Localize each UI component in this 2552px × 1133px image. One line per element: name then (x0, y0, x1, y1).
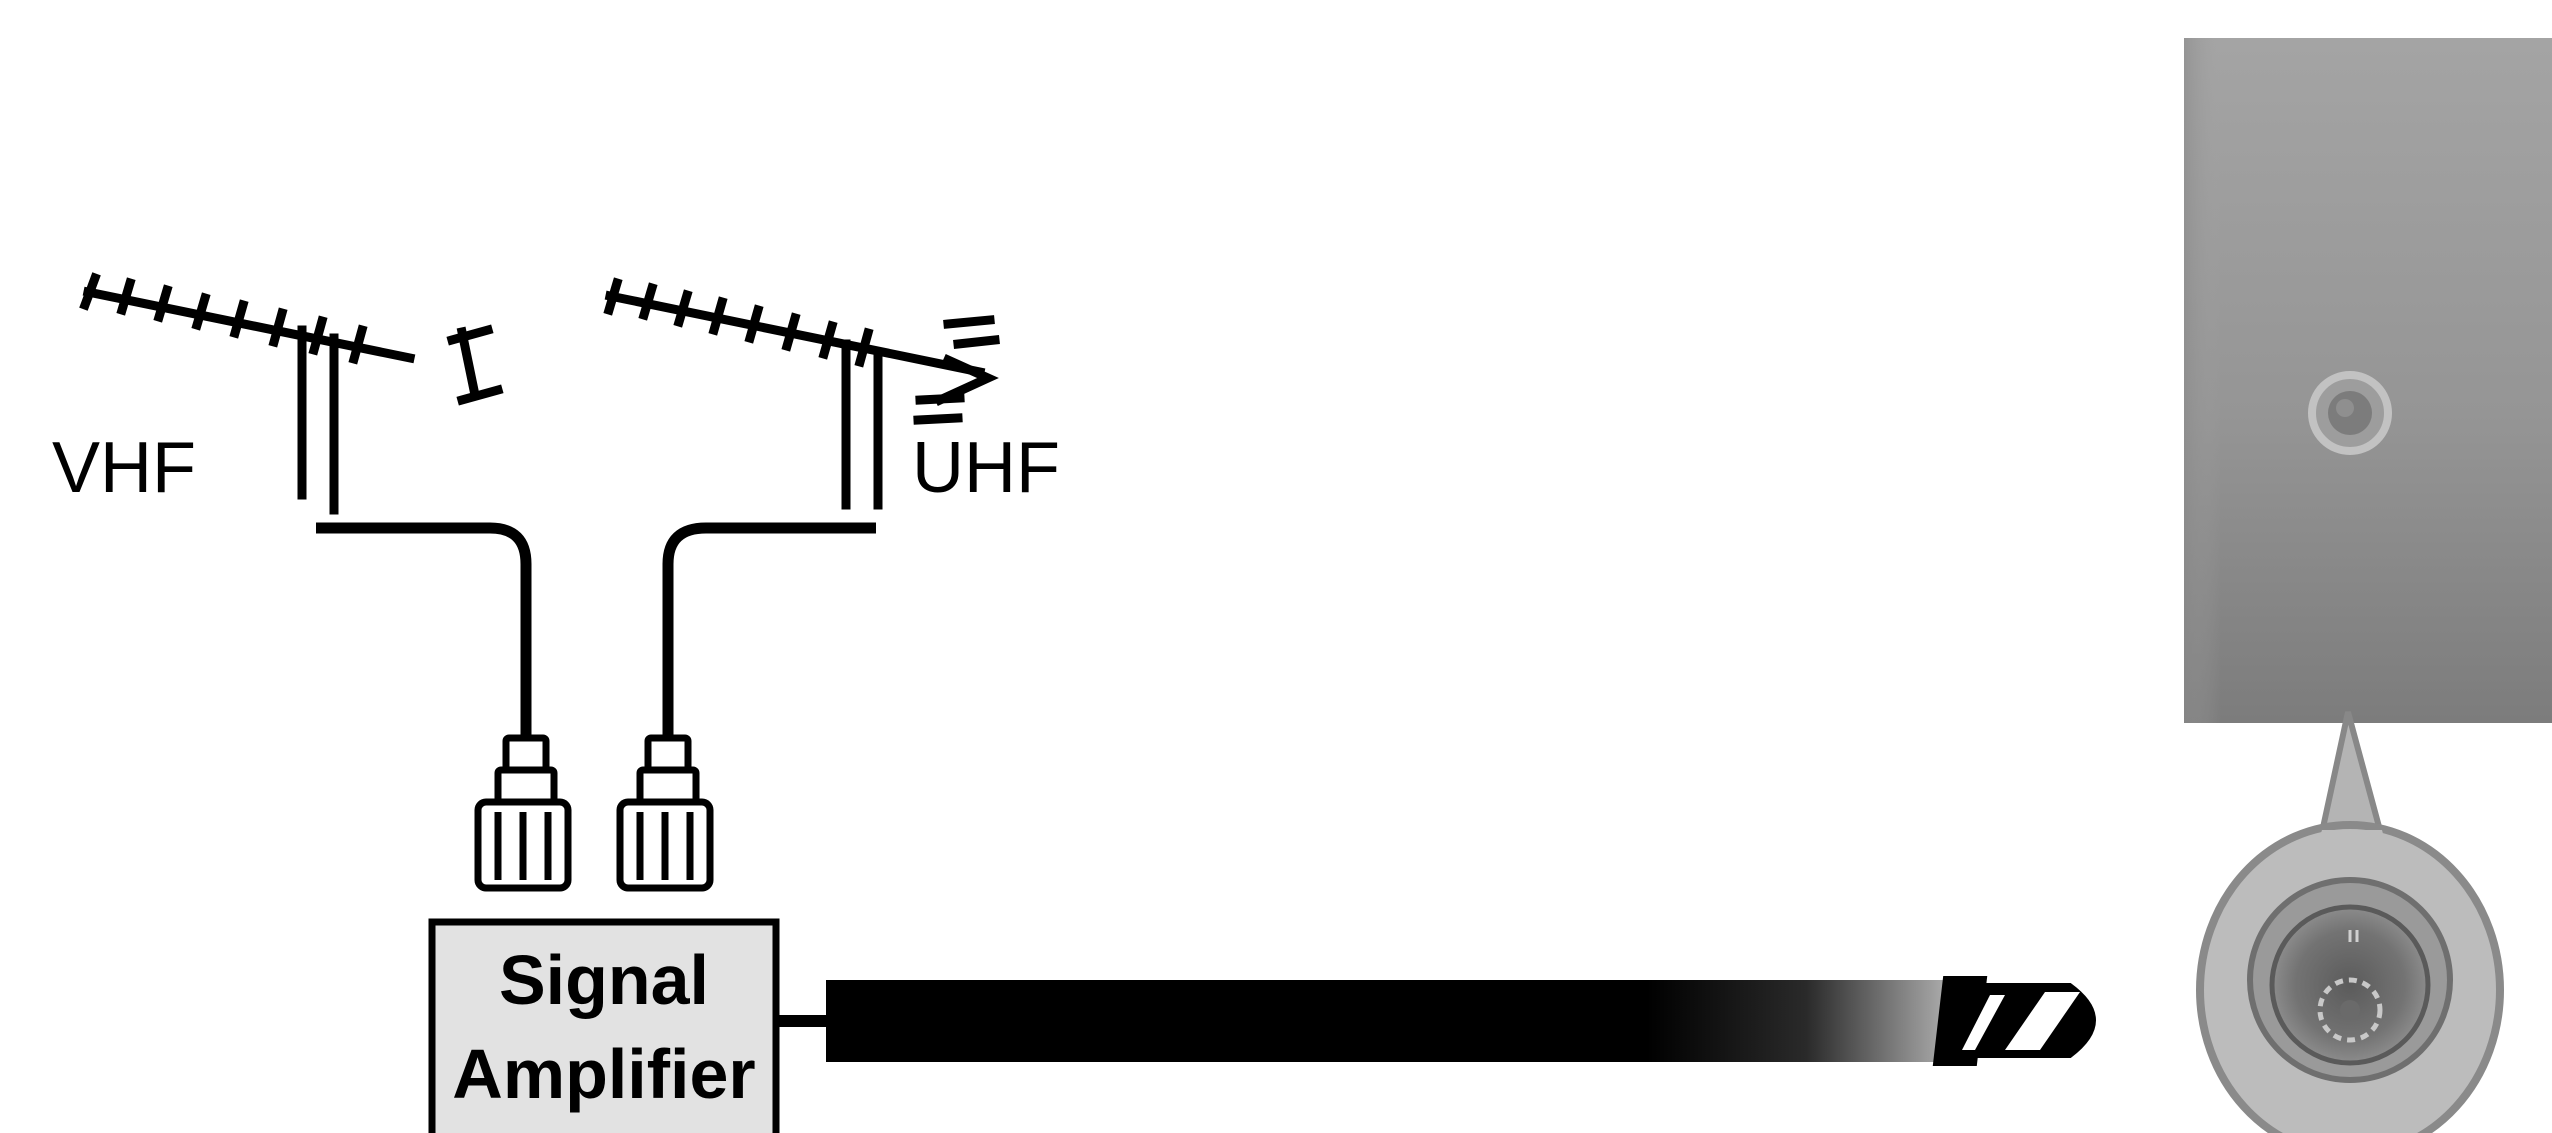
vhf-label: VHF (52, 428, 196, 508)
tv-rear-panel-icon (2184, 38, 2552, 723)
coax-connector-icon (616, 734, 714, 892)
antenna-cables (316, 522, 876, 740)
coax-connector-icon (474, 734, 572, 892)
coax-plug-icon (1932, 976, 2096, 1066)
vhf-antenna-icon (79, 272, 504, 515)
antenna-input-jack-icon (2196, 711, 2504, 1133)
signal-amplifier: Signal Amplifier (428, 918, 780, 1133)
coax-cable-body (826, 980, 1966, 1062)
uhf-label: UHF (912, 428, 1060, 508)
output-coax-cable (776, 976, 2096, 1066)
signal-amplifier-box (428, 918, 780, 1133)
signal-amplifier-label-line2: Amplifier (452, 1035, 755, 1113)
uhf-cable (662, 522, 876, 740)
vhf-cable (316, 522, 532, 740)
uhf-antenna-icon (603, 277, 1000, 510)
signal-amplifier-label-line1: Signal (499, 941, 709, 1019)
